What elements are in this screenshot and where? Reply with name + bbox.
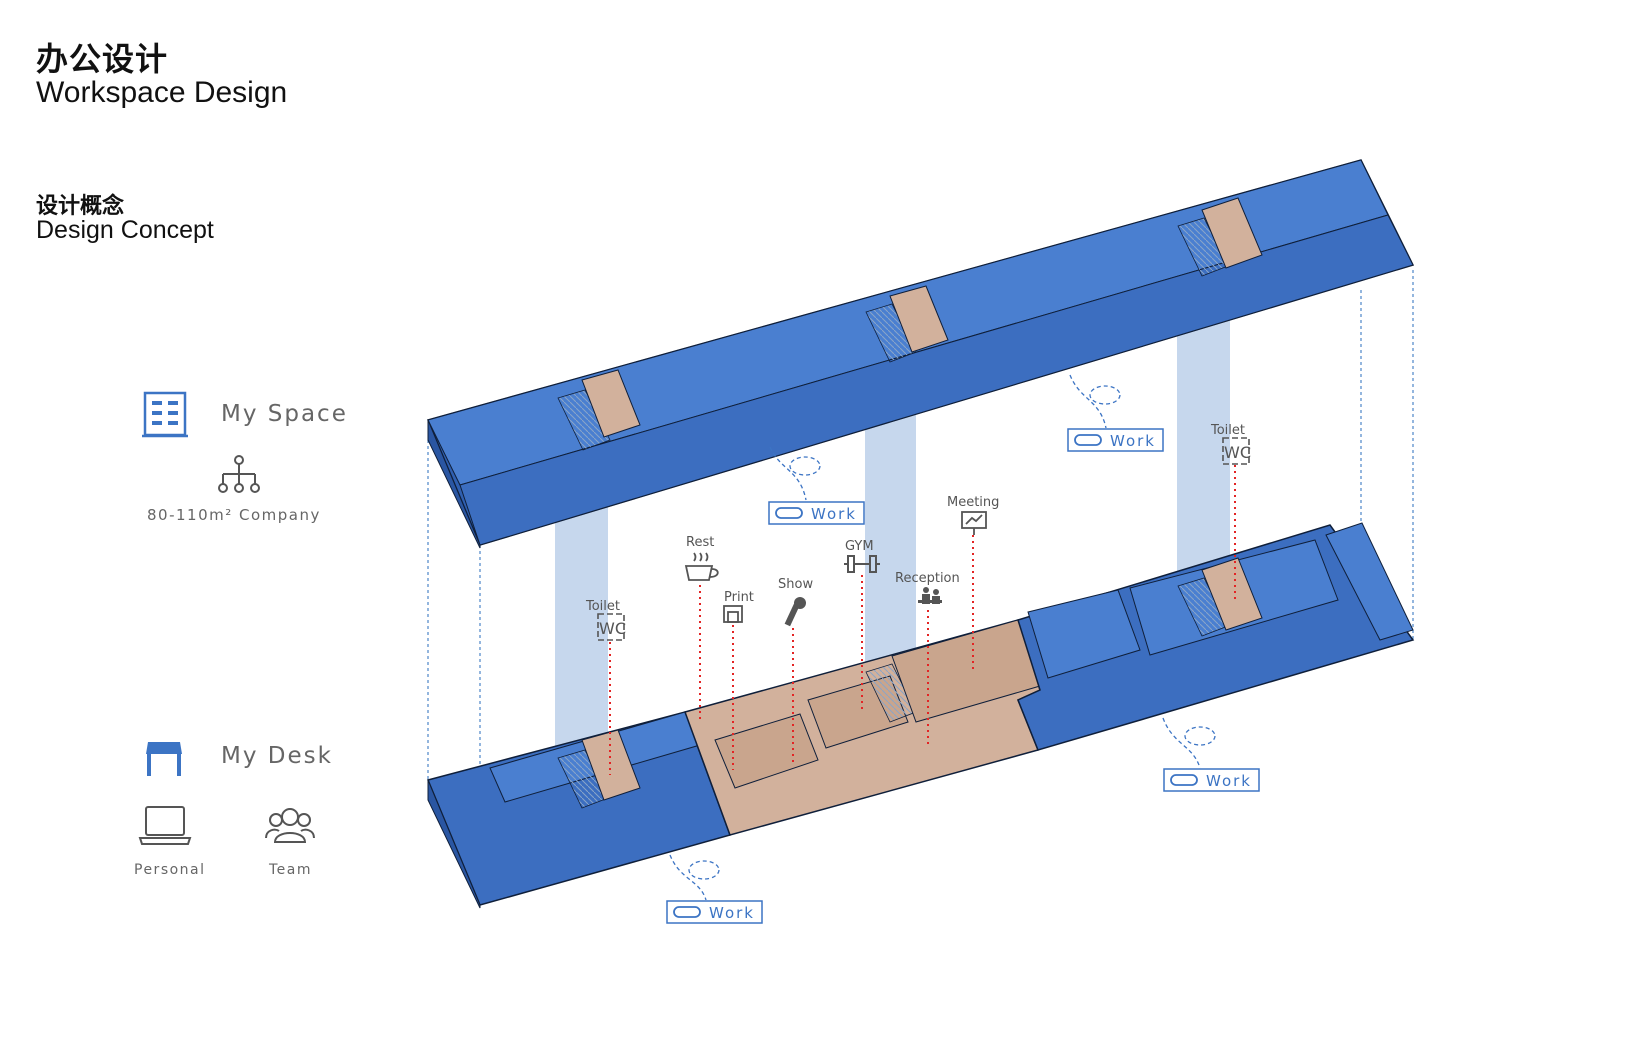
work-label-4: Work bbox=[709, 904, 755, 922]
label-toilet-left: Toilet bbox=[585, 599, 620, 614]
work-tag-1: Work bbox=[768, 446, 865, 525]
legend-my-desk: My Desk bbox=[221, 743, 333, 769]
team-icon bbox=[265, 804, 315, 850]
function-markers bbox=[609, 465, 1236, 775]
coffee-cup-icon bbox=[684, 552, 719, 581]
label-show: Show bbox=[778, 577, 813, 592]
dumbbell-icon bbox=[844, 555, 880, 573]
building-icon bbox=[142, 390, 188, 442]
reception-icon bbox=[918, 587, 942, 604]
label-wc-right: WC bbox=[1224, 443, 1251, 462]
work-label-3: Work bbox=[1206, 772, 1252, 790]
legend-personal: Personal bbox=[134, 862, 206, 878]
wc-icon-right bbox=[1222, 437, 1250, 465]
printer-icon bbox=[723, 605, 743, 623]
label-toilet-right: Toilet bbox=[1210, 423, 1245, 438]
vertical-shafts bbox=[555, 312, 1230, 780]
label-reception: Reception bbox=[895, 571, 960, 586]
section-title-en: Design Concept bbox=[36, 216, 214, 244]
legend-company: 80-110m² Company bbox=[147, 506, 321, 524]
microphone-icon bbox=[784, 597, 806, 627]
upper-floor bbox=[426, 159, 1415, 549]
org-chart-icon bbox=[217, 454, 261, 500]
presentation-board-icon bbox=[961, 511, 987, 535]
label-gym: GYM bbox=[845, 539, 874, 554]
lower-floor bbox=[426, 522, 1415, 909]
label-meeting: Meeting bbox=[947, 495, 999, 510]
section-title-cn: 设计概念 bbox=[36, 194, 125, 219]
label-print: Print bbox=[724, 590, 754, 605]
label-rest: Rest bbox=[686, 535, 714, 550]
work-tag-2: Work bbox=[1067, 374, 1164, 452]
wc-icon-left bbox=[597, 613, 625, 641]
page-title-cn: 办公设计 bbox=[36, 40, 169, 78]
legend-my-space: My Space bbox=[221, 401, 348, 427]
page-title-en: Workspace Design bbox=[36, 76, 288, 109]
work-label-2: Work bbox=[1110, 432, 1156, 450]
work-tag-4: Work bbox=[666, 854, 763, 924]
legend-team: Team bbox=[269, 862, 313, 878]
work-label-1: Work bbox=[811, 505, 857, 523]
desk-icon bbox=[144, 740, 184, 782]
laptop-icon bbox=[138, 804, 192, 852]
label-wc-left: WC bbox=[599, 619, 626, 638]
work-tag-3: Work bbox=[1162, 717, 1260, 792]
